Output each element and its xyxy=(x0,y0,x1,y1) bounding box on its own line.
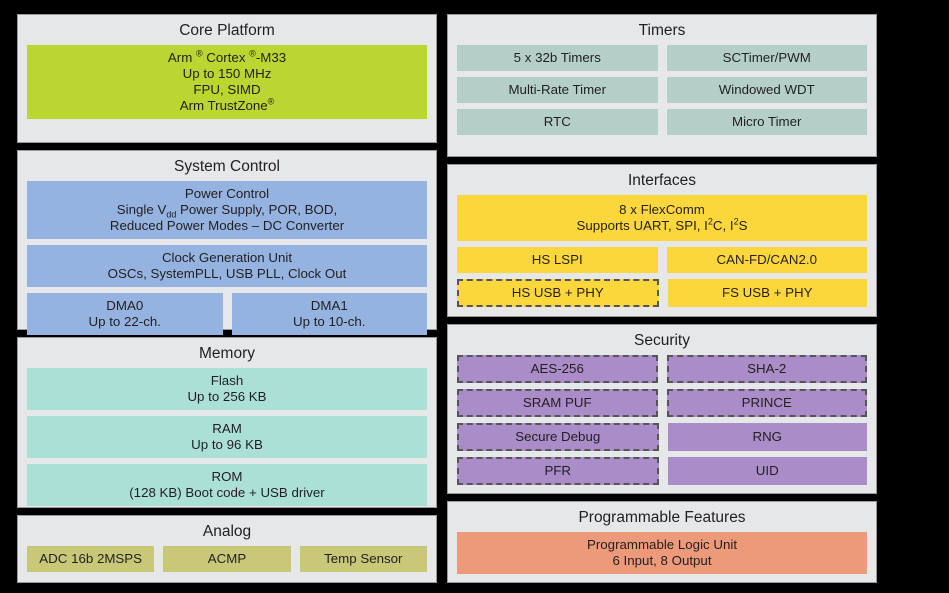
analog-row: ADC 16b 2MSPS ACMP Temp Sensor xyxy=(27,546,427,572)
block-power-control[interactable]: Power Control Single Vdd Power Supply, P… xyxy=(27,181,427,239)
dma1-line-2: Up to 10-ch. xyxy=(293,314,366,329)
plu-line-1: Programmable Logic Unit xyxy=(586,537,738,552)
analog-rows: ADC 16b 2MSPS ACMP Temp Sensor xyxy=(27,546,427,574)
block-sctimer-pwm[interactable]: SCTimer/PWM xyxy=(666,45,867,71)
flexcomm-line-2: Supports UART, SPI, I2C, I2S xyxy=(576,216,748,233)
dma1-line-1: DMA1 xyxy=(310,298,348,313)
timers-row-2: Multi-Rate Timer Windowed WDT xyxy=(457,77,867,103)
panel-programmable-features: Programmable Features Programmable Logic… xyxy=(447,501,877,583)
panel-title-memory: Memory xyxy=(199,345,255,362)
block-32b-timers[interactable]: 5 x 32b Timers xyxy=(457,45,658,71)
block-micro-timer[interactable]: Micro Timer xyxy=(666,109,867,135)
block-sram-puf[interactable]: SRAM PUF xyxy=(457,389,658,417)
block-aes-256[interactable]: AES-256 xyxy=(457,355,658,383)
block-flash[interactable]: Flash Up to 256 KB xyxy=(27,368,427,410)
block-sha-2[interactable]: SHA-2 xyxy=(666,355,867,383)
panel-interfaces: Interfaces 8 x FlexComm Supports UART, S… xyxy=(447,163,877,317)
ram-line-1: RAM xyxy=(212,421,242,436)
security-row-4: PFR UID xyxy=(457,457,867,485)
panel-title-security: Security xyxy=(634,332,690,349)
block-rom[interactable]: ROM (128 KB) Boot code + USB driver xyxy=(27,464,427,506)
plu-line-2: 6 Input, 8 Output xyxy=(612,553,712,568)
panel-security: Security AES-256 SHA-2 SRAM PUF PRINCE S… xyxy=(447,324,877,494)
power-control-line-2: Single Vdd Power Supply, POR, BOD, xyxy=(116,202,338,220)
flash-line-1: Flash xyxy=(210,373,244,388)
rom-line-1: ROM xyxy=(211,469,243,484)
block-ram[interactable]: RAM Up to 96 KB xyxy=(27,416,427,458)
power-control-line-1: Power Control xyxy=(184,186,270,201)
block-can-fd[interactable]: CAN-FD/CAN2.0 xyxy=(666,246,867,273)
block-temp-sensor[interactable]: Temp Sensor xyxy=(299,546,427,572)
core-line-1: Arm ® Cortex ®-M33 xyxy=(167,48,287,65)
block-acmp[interactable]: ACMP xyxy=(163,546,291,572)
panel-timers: Timers 5 x 32b Timers SCTimer/PWM Multi-… xyxy=(447,14,877,157)
clock-line-1: Clock Generation Unit xyxy=(161,250,293,265)
power-control-line-3: Reduced Power Modes – DC Converter xyxy=(109,218,345,233)
block-dma0[interactable]: DMA0 Up to 22-ch. xyxy=(27,293,223,335)
panel-analog: Analog ADC 16b 2MSPS ACMP Temp Sensor xyxy=(17,515,437,583)
block-clock-generation-unit[interactable]: Clock Generation Unit OSCs, SystemPLL, U… xyxy=(27,245,427,287)
security-rows: AES-256 SHA-2 SRAM PUF PRINCE Secure Deb… xyxy=(457,355,867,485)
block-windowed-wdt[interactable]: Windowed WDT xyxy=(666,77,867,103)
security-row-1: AES-256 SHA-2 xyxy=(457,355,867,383)
dma0-line-2: Up to 22-ch. xyxy=(88,314,161,329)
memory-rows: Flash Up to 256 KB RAM Up to 96 KB ROM (… xyxy=(27,368,427,506)
core-line-3: FPU, SIMD xyxy=(193,82,261,97)
block-hs-lspi[interactable]: HS LSPI xyxy=(457,246,658,273)
right-column: Timers 5 x 32b Timers SCTimer/PWM Multi-… xyxy=(447,14,877,583)
block-flexcomm[interactable]: 8 x FlexComm Supports UART, SPI, I2C, I2… xyxy=(457,194,867,241)
block-secure-debug[interactable]: Secure Debug xyxy=(457,423,659,451)
core-platform-rows: Arm ® Cortex ®-M33 Up to 150 MHz FPU, SI… xyxy=(27,45,427,134)
clock-line-2: OSCs, SystemPLL, USB PLL, Clock Out xyxy=(107,266,347,281)
panel-system-control: System Control Power Control Single Vdd … xyxy=(17,150,437,335)
dma-row: DMA0 Up to 22-ch. DMA1 Up to 10-ch. xyxy=(27,293,427,335)
panel-title-programmable-features: Programmable Features xyxy=(578,509,746,526)
panel-memory: Memory Flash Up to 256 KB RAM Up to 96 K… xyxy=(17,337,437,508)
block-adc[interactable]: ADC 16b 2MSPS xyxy=(27,546,155,572)
system-control-rows: Power Control Single Vdd Power Supply, P… xyxy=(27,181,427,335)
block-programmable-logic-unit[interactable]: Programmable Logic Unit 6 Input, 8 Outpu… xyxy=(457,532,867,574)
panel-title-analog: Analog xyxy=(202,523,252,540)
block-uid[interactable]: UID xyxy=(667,457,867,485)
programmable-rows: Programmable Logic Unit 6 Input, 8 Outpu… xyxy=(457,532,867,574)
timers-rows: 5 x 32b Timers SCTimer/PWM Multi-Rate Ti… xyxy=(457,45,867,148)
block-rng[interactable]: RNG xyxy=(667,423,867,451)
block-dma1[interactable]: DMA1 Up to 10-ch. xyxy=(231,293,427,335)
timers-row-1: 5 x 32b Timers SCTimer/PWM xyxy=(457,45,867,71)
block-fs-usb-phy[interactable]: FS USB + PHY xyxy=(667,278,867,307)
block-hs-usb-phy[interactable]: HS USB + PHY xyxy=(457,278,659,307)
block-pfr[interactable]: PFR xyxy=(457,457,659,485)
core-line-4: Arm TrustZone® xyxy=(179,96,275,113)
left-column: Core Platform Arm ® Cortex ®-M33 Up to 1… xyxy=(17,14,437,583)
security-row-3: Secure Debug RNG xyxy=(457,423,867,451)
dma0-line-1: DMA0 xyxy=(106,298,144,313)
block-cortex-m33[interactable]: Arm ® Cortex ®-M33 Up to 150 MHz FPU, SI… xyxy=(27,45,427,119)
security-row-2: SRAM PUF PRINCE xyxy=(457,389,867,417)
interfaces-row-2: HS USB + PHY FS USB + PHY xyxy=(457,278,867,307)
block-multi-rate-timer[interactable]: Multi-Rate Timer xyxy=(457,77,658,103)
panel-title-interfaces: Interfaces xyxy=(627,171,697,189)
block-prince[interactable]: PRINCE xyxy=(666,389,867,417)
panel-title-system-control: System Control xyxy=(174,158,280,175)
core-line-2: Up to 150 MHz xyxy=(182,66,272,81)
block-rtc[interactable]: RTC xyxy=(457,109,658,135)
panel-title-timers: Timers xyxy=(638,22,686,39)
panel-core-platform: Core Platform Arm ® Cortex ®-M33 Up to 1… xyxy=(17,14,437,143)
ram-line-2: Up to 96 KB xyxy=(191,437,263,452)
interfaces-row-1: HS LSPI CAN-FD/CAN2.0 xyxy=(457,246,867,273)
panel-title-core-platform: Core Platform xyxy=(179,22,275,39)
flash-line-2: Up to 256 KB xyxy=(187,389,267,404)
rom-line-2: (128 KB) Boot code + USB driver xyxy=(129,485,325,500)
timers-row-3: RTC Micro Timer xyxy=(457,109,867,135)
interfaces-rows: 8 x FlexComm Supports UART, SPI, I2C, I2… xyxy=(457,194,867,308)
flexcomm-line-1: 8 x FlexComm xyxy=(619,201,705,217)
